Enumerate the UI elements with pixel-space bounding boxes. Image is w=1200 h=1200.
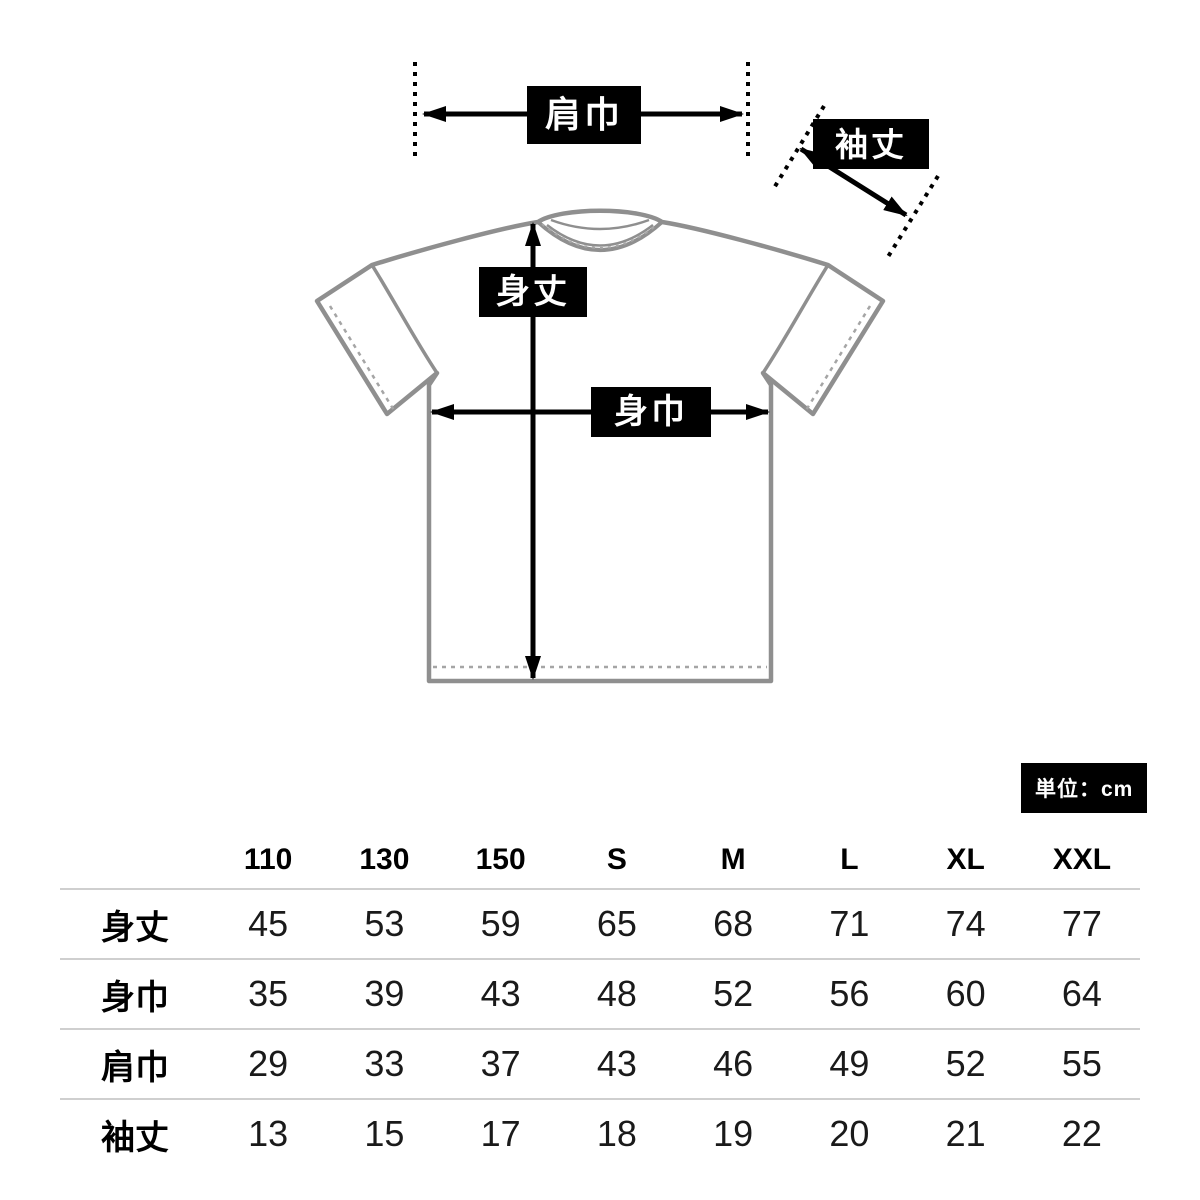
value-cell: 68 (713, 903, 754, 944)
collar-stitch (541, 223, 659, 249)
size-header-cell: XXL (1052, 842, 1112, 876)
row-label-cell: 袖丈 (101, 1118, 169, 1157)
value-cell: 53 (364, 903, 405, 944)
value-cell: 60 (945, 973, 986, 1014)
value-cell: 52 (713, 973, 754, 1014)
collar-front-inner (546, 224, 654, 247)
row-label-cell: 身巾 (101, 978, 169, 1017)
size-header-cell: 150 (475, 842, 526, 876)
size-table-body: 身丈 45 53 59 65 68 71 74 77 身巾 35 39 43 48 52 56 60 64 肩巾 29… (60, 889, 1140, 1168)
value-cell: 52 (945, 1043, 986, 1084)
size-header-cell: M (720, 842, 746, 876)
value-cell: 18 (596, 1113, 637, 1154)
cuff-stitch-left (328, 305, 397, 413)
value-cell: 13 (248, 1113, 289, 1154)
value-cell: 35 (248, 973, 289, 1014)
value-cell: 37 (480, 1043, 521, 1084)
corner-cell (60, 831, 210, 889)
size-table-head-row: 110 130 150 S M L XL XXL (60, 831, 1140, 889)
value-cell: 56 (829, 973, 870, 1014)
table-row: 袖丈 13 15 17 18 19 20 21 22 (60, 1099, 1140, 1168)
shoulder-width-label: 肩巾 (527, 86, 641, 144)
value-cell: 64 (1061, 973, 1102, 1014)
size-header-cell: XL (946, 842, 985, 876)
row-label-cell: 身丈 (101, 908, 169, 947)
collar-front-outer (536, 220, 664, 252)
value-cell: 59 (480, 903, 521, 944)
armhole-seam-left (370, 264, 439, 374)
value-cell: 43 (480, 973, 521, 1014)
value-cell: 19 (713, 1113, 754, 1154)
value-cell: 15 (364, 1113, 405, 1154)
collar-back-inner (550, 218, 650, 231)
sleeve-length-label: 袖丈 (813, 119, 929, 169)
value-cell: 39 (364, 973, 405, 1014)
value-cell: 65 (596, 903, 637, 944)
unit-badge: 単位：cm (1021, 763, 1148, 813)
value-cell: 77 (1061, 903, 1102, 944)
sleeve-guide-bottom (884, 174, 940, 262)
value-cell: 29 (248, 1043, 289, 1084)
body-length-label: 身丈 (479, 267, 587, 317)
value-cell: 20 (829, 1113, 870, 1154)
value-cell: 46 (713, 1043, 754, 1084)
size-header-cell: 130 (359, 842, 410, 876)
value-cell: 74 (945, 903, 986, 944)
sleeve-guide-top (772, 104, 826, 190)
size-header-cell: S (606, 842, 627, 876)
table-row: 肩巾 29 33 37 43 46 49 52 55 (60, 1029, 1140, 1099)
value-cell: 45 (248, 903, 289, 944)
cuff-stitch-right (803, 305, 872, 413)
value-cell: 33 (364, 1043, 405, 1084)
tshirt-outline (314, 208, 886, 684)
table-row: 身丈 45 53 59 65 68 71 74 77 (60, 889, 1140, 959)
size-header-cell: L (840, 842, 859, 876)
value-cell: 17 (480, 1113, 521, 1154)
value-cell: 71 (829, 903, 870, 944)
value-cell: 55 (1061, 1043, 1102, 1084)
body-width-label: 身巾 (591, 387, 711, 437)
value-cell: 21 (945, 1113, 986, 1154)
row-label-cell: 肩巾 (101, 1048, 169, 1087)
size-header-cell: 110 (243, 842, 293, 876)
value-cell: 43 (596, 1043, 637, 1084)
size-table: 110 130 150 S M L XL XXL 身丈 45 53 59 65 68 71 74 77 身巾 35… (60, 831, 1140, 1168)
armhole-seam-right (761, 264, 830, 374)
value-cell: 49 (829, 1043, 870, 1084)
value-cell: 22 (1061, 1113, 1102, 1154)
value-cell: 48 (596, 973, 637, 1014)
table-row: 身巾 35 39 43 48 52 56 60 64 (60, 959, 1140, 1029)
